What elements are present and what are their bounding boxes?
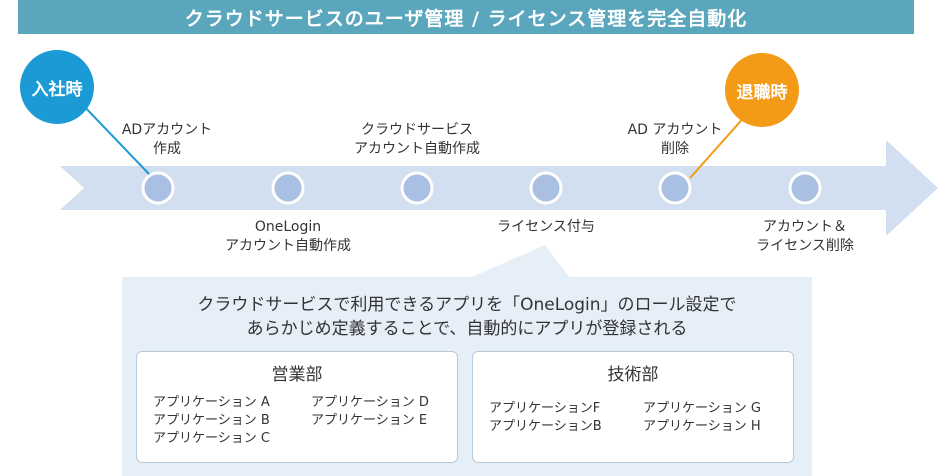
leave-badge-label: 退職時: [736, 82, 788, 103]
dept-box-sales: 営業部 アプリケーション A アプリケーション B アプリケーション C アプリ…: [136, 351, 458, 463]
header-banner: クラウドサービスのユーザ管理 / ライセンス管理を完全自動化: [18, 0, 914, 34]
list-item: アプリケーション E: [311, 413, 428, 428]
step-node-4: [529, 171, 563, 205]
list-item: アプリケーションF: [489, 401, 601, 416]
step-node-5: [658, 171, 692, 205]
step-label-onelogin-create: OneLogin アカウント自動作成: [225, 219, 351, 254]
timeline-arrow: [60, 140, 938, 236]
header-title: クラウドサービスのユーザ管理 / ライセンス管理を完全自動化: [184, 7, 748, 30]
list-item: アプリケーション B: [153, 413, 270, 428]
join-connector: [79, 101, 151, 176]
leave-badge: 退職時: [725, 53, 799, 127]
join-badge: 入社時: [20, 50, 94, 124]
list-item: アプリケーション C: [153, 431, 270, 446]
step-node-3: [400, 171, 434, 205]
list-item: アプリケーションB: [489, 419, 602, 434]
tech-app-list-1: アプリケーションF アプリケーションB: [489, 400, 602, 436]
join-badge-label: 入社時: [31, 79, 83, 100]
panel-description: クラウドサービスで利用できるアプリを「OneLogin」のロール設定で あらかじ…: [197, 295, 737, 339]
list-item: アプリケーション G: [643, 401, 761, 416]
dept-box-tech: 技術部 アプリケーションF アプリケーションB アプリケーション G アプリケー…: [472, 351, 794, 463]
step-label-ad-create: ADアカウント 作成: [121, 122, 213, 157]
step-label-cloud-create: クラウドサービス アカウント自動作成: [354, 122, 480, 157]
step-node-2: [271, 171, 305, 205]
list-item: アプリケーション D: [311, 395, 429, 410]
list-item: アプリケーション A: [153, 395, 270, 410]
step-label-ad-delete: AD アカウント 削除: [627, 122, 723, 157]
sales-app-list-1: アプリケーション A アプリケーション B アプリケーション C: [153, 394, 270, 448]
step-label-account-license-delete: アカウント＆ ライセンス削除: [756, 219, 854, 254]
dept-title-tech: 技術部: [607, 365, 659, 385]
role-settings-panel: クラウドサービスで利用できるアプリを「OneLogin」のロール設定で あらかじ…: [122, 277, 812, 476]
callout-pointer: [470, 245, 570, 278]
tech-app-list-2: アプリケーション G アプリケーション H: [643, 400, 761, 436]
dept-title-sales: 営業部: [271, 365, 323, 385]
step-node-6: [788, 171, 822, 205]
step-node-1: [141, 171, 175, 205]
step-circles: [141, 171, 822, 205]
sales-app-list-2: アプリケーション D アプリケーション E: [311, 394, 429, 430]
list-item: アプリケーション H: [643, 419, 761, 434]
step-label-license-grant: ライセンス付与: [497, 219, 595, 235]
